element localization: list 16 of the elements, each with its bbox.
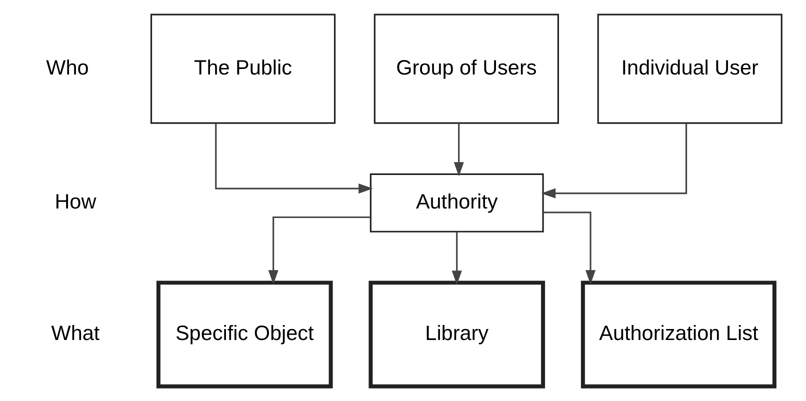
node-box: Individual User [597, 14, 782, 124]
node-box: The Public [150, 14, 336, 124]
arrow [215, 124, 373, 194]
label: What [51, 322, 100, 345]
arrow [541, 124, 688, 198]
arrow [452, 232, 462, 286]
label: Who [46, 56, 89, 80]
node-box: Library [368, 280, 546, 388]
node-box: Group of Users [374, 14, 559, 124]
arrow [268, 216, 370, 284]
node-box: Specific Object [156, 280, 333, 388]
arrow [544, 212, 596, 284]
node-box: Authority [370, 173, 544, 232]
arrow [454, 123, 464, 177]
node-box: Authorization List [580, 280, 776, 388]
label: How [54, 190, 96, 214]
